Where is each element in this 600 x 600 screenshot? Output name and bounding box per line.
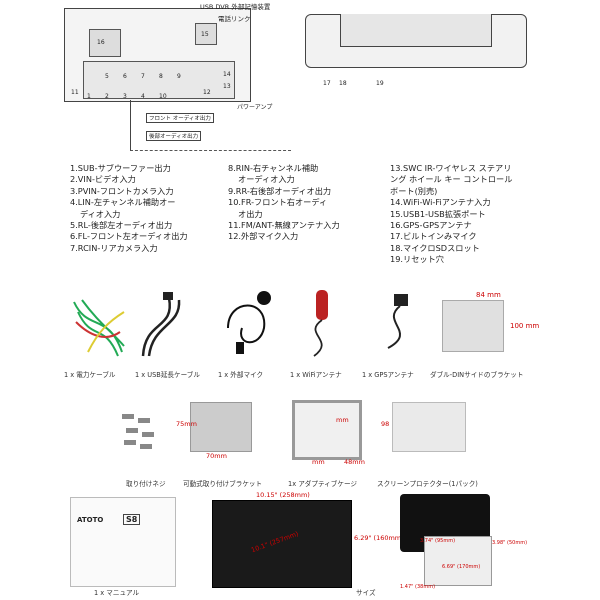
external-mic-image [227,291,271,354]
port-number: 7 [141,73,145,80]
port-number: 11 [71,89,79,96]
port-number: 2 [105,93,109,100]
bracket-70-dimension: 70mm [206,452,227,460]
pin-item: 1.SUB-サブウーファー出力 [70,163,171,173]
depth-dimension-3: 6.69" (170mm) [442,564,481,570]
rear-panel-diagram: 16 15 14 13 12 11 1 2 3 4 5 6 7 8 9 10 [64,8,251,102]
depth-dimension-4: 1.47" (38mm) [400,584,436,590]
pin-item: 16.GPS-GPSアンテナ [390,220,472,231]
pin-list-col3: 13.SWC IR-ワイヤレス ステアリ ング ホイール キー コントロール ボ… [390,163,540,266]
depth-dimension-2: 3.98" (50mm) [492,540,528,546]
port-number: 19 [376,80,384,87]
port-number: 13 [223,83,231,90]
phone-link-label: 電話リンク [218,15,251,23]
bracket-75-dimension: 75mm [176,420,197,428]
cage-mm-dimension-2: mm [312,458,325,466]
cage-48-dimension: 48mm [344,458,365,466]
pin-list-col1: 1.SUB-サブウーファー出力 2.VIN-ビデオ入力 3.PVIN-フロントカ… [70,163,220,254]
screen-protector-image [392,402,466,452]
pin-item: 2.VIN-ビデオ入力 [70,174,136,185]
caption-external-mic: 1 x 外部マイク [218,371,264,379]
pin-list-col2: 8.RIN-右チャンネル補助 オーディオ入力 9.RR-右後部オーディオ出力 1… [228,163,378,243]
gps-antenna-image [387,294,408,349]
front-out-label: フロント オーディオ出力 [146,113,214,123]
port-number: 4 [141,93,145,100]
connector-block [83,61,235,99]
pin-item: 5.RL-後部左オーディオ出力 [70,220,173,231]
port-number: 17 [323,80,331,87]
pin-item: 8.RIN-右チャンネル補助 [228,163,319,173]
screen-width-dimension: 10.15" (258mm) [256,491,310,499]
port-number: 15 [201,31,209,38]
power-amp-label: パワーアンプ [237,104,273,111]
caption-screws: 取り付けネジ [126,480,166,488]
port-number: 5 [105,73,109,80]
caption-manual: 1 x マニュアル [94,589,140,597]
pin-item: 17.ビルトインみマイク [390,231,477,242]
manual-brand: ATOTO [77,516,104,524]
caption-size: サイズ [356,589,376,597]
port-number: 10 [159,93,167,100]
cage-mm-dimension: mm [336,416,349,424]
depth-dimension-1: 3.74" (95mm) [420,538,456,544]
side-bracket-image [442,300,504,352]
usb-extension-cable-image [141,292,181,357]
pin-item: 9.RR-右後部オーディオ出力 [228,185,332,196]
pin-item: 7.RCIN-リアカメラ入力 [70,242,158,253]
pin-item: 15.USB1-USB拡張ポート [390,208,486,219]
caption-wifi-antenna: 1 x WiFiアンテナ [290,371,342,379]
pin-item: 12.外部マイク入力 [228,231,299,242]
caption-side-bracket: ダブル-DINサイドのブラケット [430,371,524,379]
pin-item: オーディオ入力 [238,174,295,185]
caption-gps-antenna: 1 x GPSアンテナ [362,371,414,379]
manual-model: S8 [123,514,141,525]
pin-item: 19.リセット穴 [390,254,444,265]
bracket-width-dimension: 84 mm [476,291,501,299]
port-number: 6 [123,73,127,80]
port-number: 16 [97,39,105,46]
pin-item: 11.FM/ANT-無線アンテナ入力 [228,220,340,231]
caption-adaptive-cage: 1x アダプティブケージ [288,480,358,488]
manual-image: ATOTO S8 [70,497,176,587]
caption-screen-protector: スクリーンプロテクター(1パック) [377,480,478,488]
caption-usb-cable: 1 x USB延長ケーブル [135,371,200,379]
port-number: 9 [177,73,181,80]
pin-item: 18.マイクロSDスロット [390,242,480,253]
rear-out-label: 後部オーディオ出力 [146,131,202,141]
pin-item: 4.LIN-左チャンネル補助オー [70,197,176,208]
usb-port-box [195,23,217,45]
screen-height-dimension: 6.29" (160mm) [354,534,404,542]
port-number: 3 [123,93,127,100]
port-number: 12 [203,89,211,96]
pin-item: 3.PVIN-フロントカメラ入力 [70,185,174,196]
pin-item: 6.FL-フロント左オーディオ出力 [70,231,188,242]
usb-dvr-label: USB DVR 外部記憶装置 [200,3,271,11]
pin-item: ング ホイール キー コントロール [390,174,513,185]
adaptive-cage-image [292,400,362,460]
power-cable-image [73,299,125,357]
port-number: 18 [339,80,347,87]
caption-movable-bracket: 可動式取り付けブラケット [183,480,263,488]
port-number: 1 [87,93,91,100]
gps-port-box [89,29,121,57]
caption-power-cable: 1 x 電力ケーブル [64,371,116,379]
protector-98-dimension: 98 [381,420,390,428]
wifi-antenna-image [313,290,328,357]
pin-item: ボート(別売) [390,185,438,196]
movable-bracket-image [190,402,252,452]
port-number: 14 [223,71,231,78]
pin-item: 13.SWC IR-ワイヤレス ステアリ [390,163,512,173]
side-profile-body [424,536,492,586]
side-view-top [340,14,492,47]
port-number: 8 [159,73,163,80]
pin-item: 10.FR-フロント右オーディ [228,197,328,208]
bracket-height-dimension: 100 mm [510,322,540,330]
wire-harness-lines [130,100,291,151]
pin-item: 14.WiFi-Wi-Fiアンテナ入力 [390,197,491,208]
head-unit-screen [212,500,352,588]
pin-item: オ出力 [238,208,263,219]
screws-image [122,414,154,449]
pin-item: ディオ入力 [80,208,121,219]
